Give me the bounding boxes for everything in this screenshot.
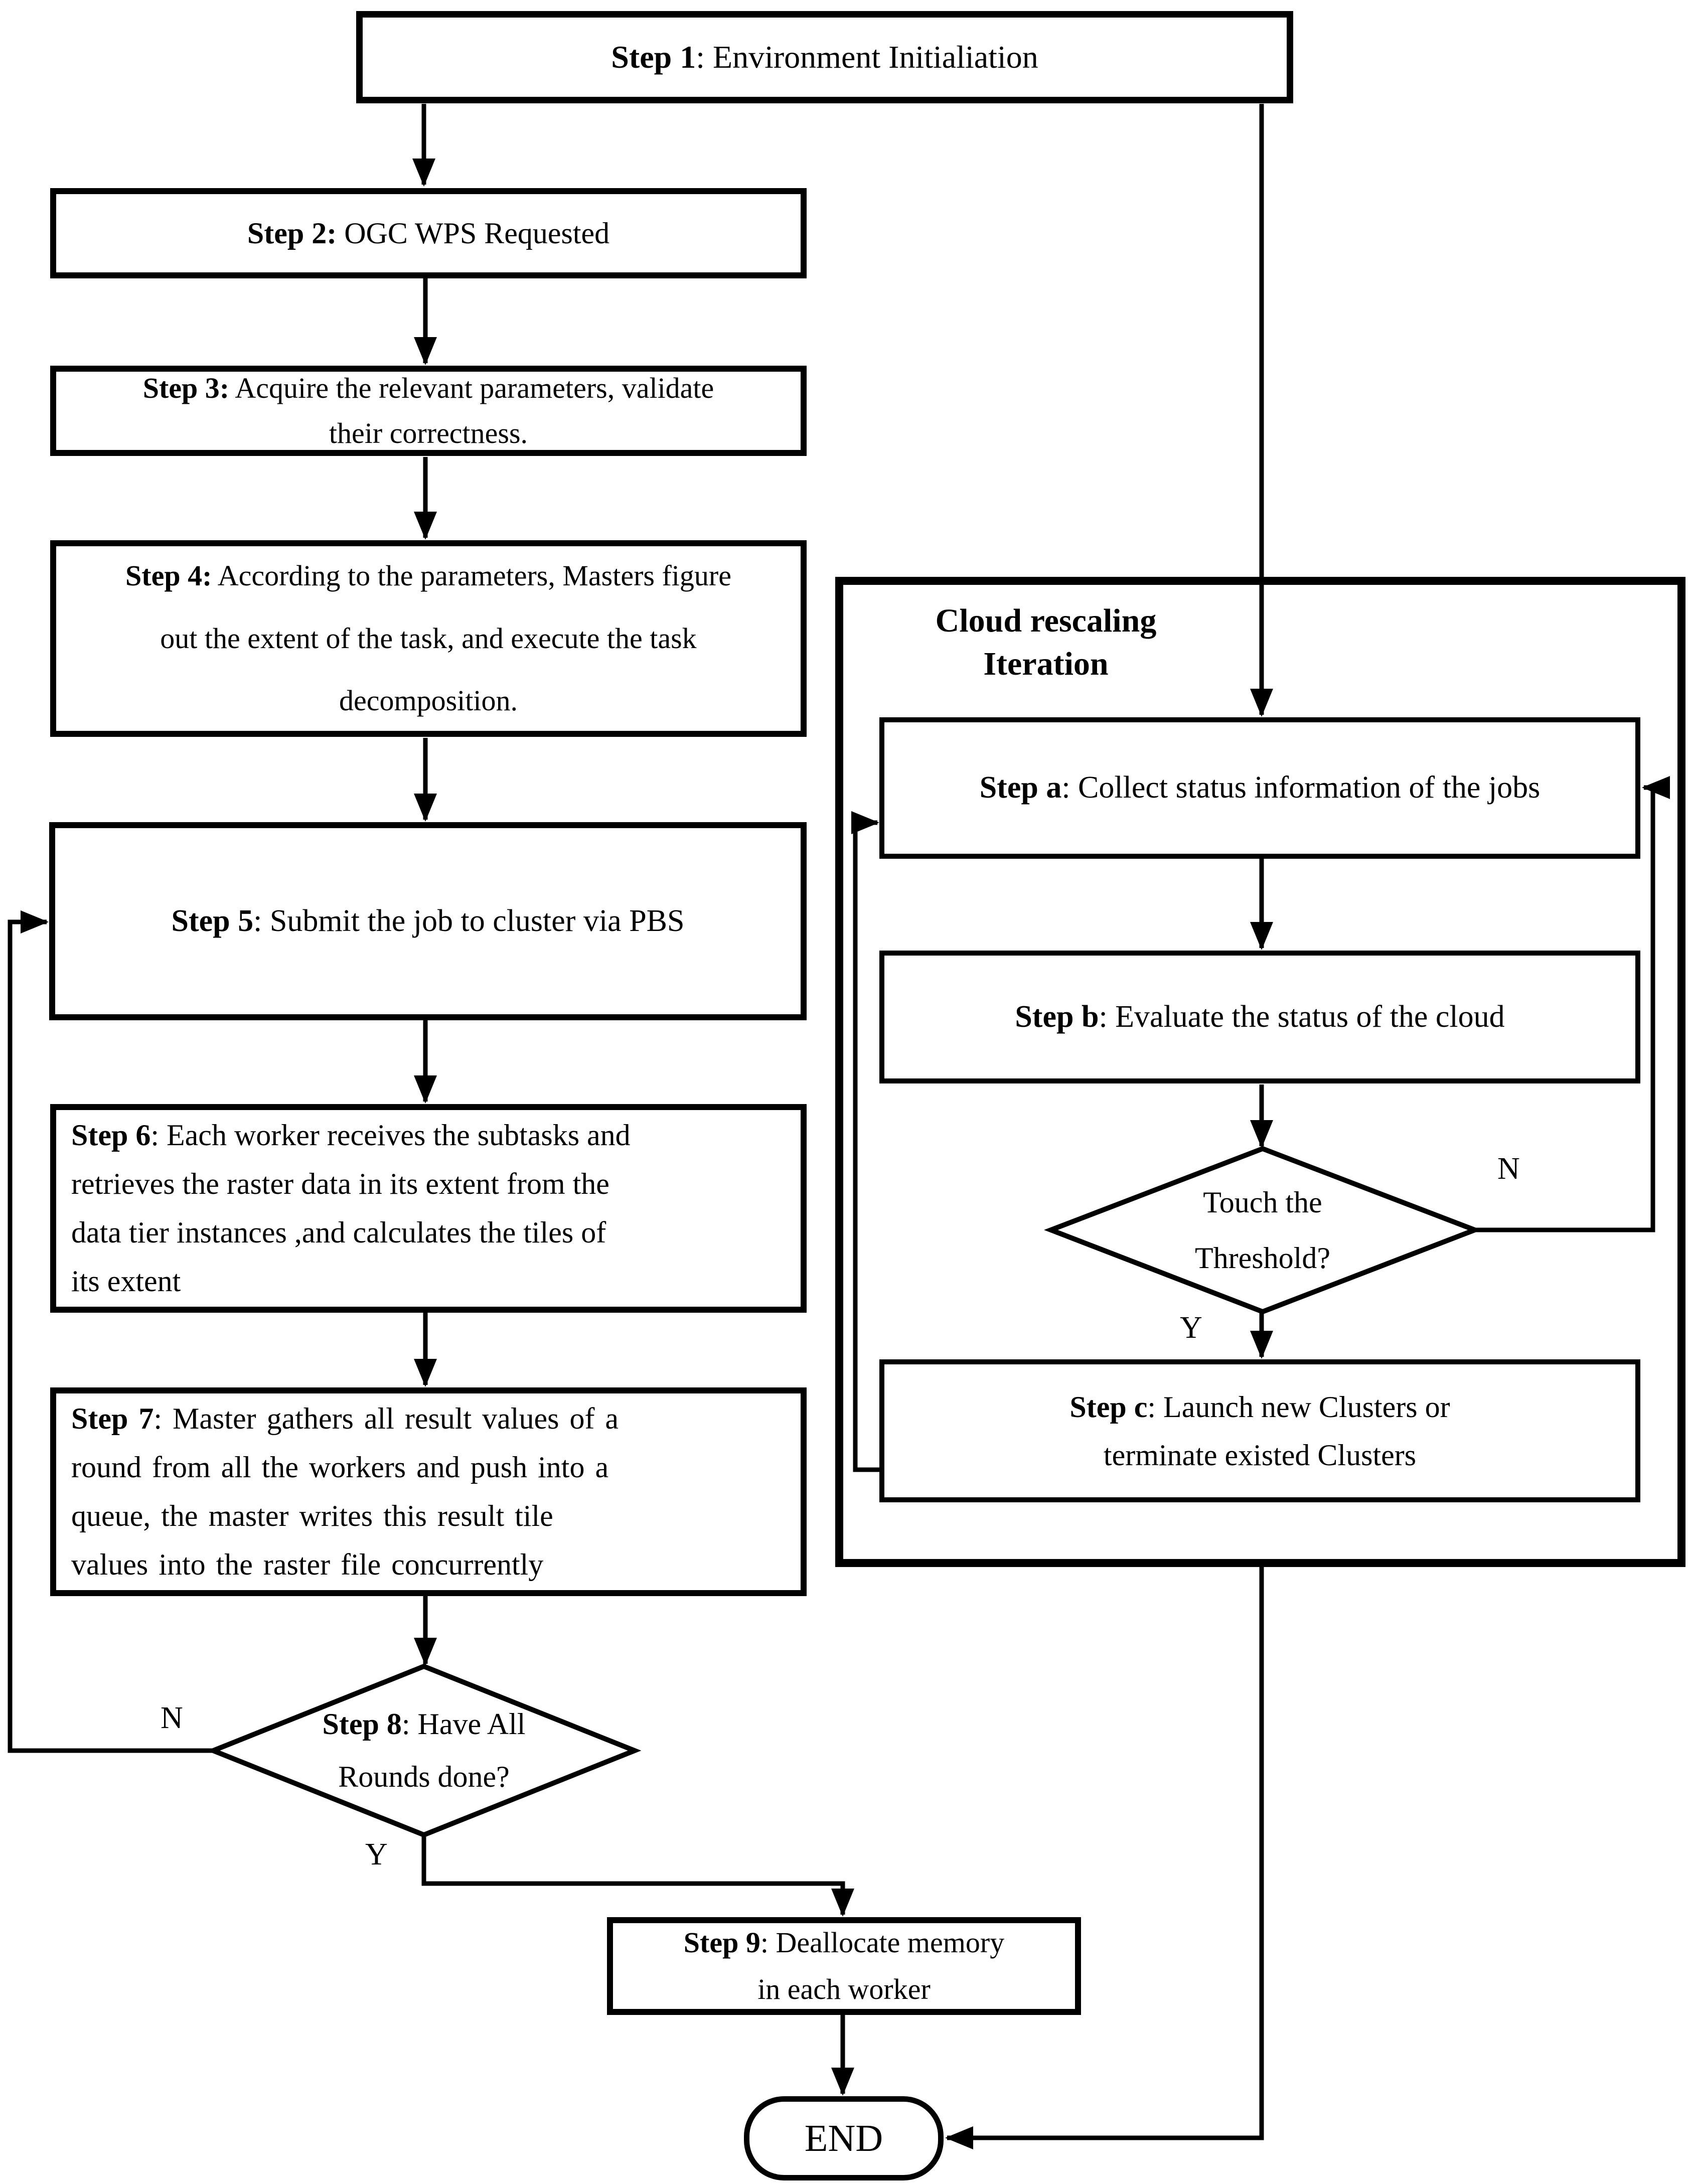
edge-step8-no-loop-to-step5 <box>8 910 213 1753</box>
step3-label: Step 3: Acquire the relevant parameters,… <box>143 366 714 456</box>
step6-label-rest: : Each worker receives the subtasks and … <box>71 1118 631 1298</box>
end-terminator: END <box>744 2096 944 2180</box>
stepa-label-bold: Step a <box>979 770 1062 805</box>
cloud-rescaling-group-label: Cloud rescaling Iteration <box>935 602 1157 682</box>
step1-label: Step 1: Environment Initialiation <box>611 34 1038 81</box>
step3-label-bold: Step 3: <box>142 372 230 405</box>
stepc-label: Step c: Launch new Clusters or terminate… <box>1069 1383 1450 1479</box>
step1-label-rest: : Environment Initialiation <box>696 39 1038 75</box>
step2-label-rest: OGC WPS Requested <box>337 216 610 250</box>
edge-threshold-no-loop-to-stepa <box>1475 776 1670 1232</box>
step6-label-bold: Step 6 <box>71 1118 151 1152</box>
step4-process-box: Step 4: According to the parameters, Mas… <box>50 540 807 737</box>
step7-label-bold: Step 7 <box>71 1401 154 1435</box>
step3-process-box: Step 3: Acquire the relevant parameters,… <box>50 366 807 456</box>
step2-label-bold: Step 2: <box>247 216 337 250</box>
threshold-no-edge-label: N <box>1497 1152 1520 1186</box>
step9-label-bold: Step 9 <box>683 1926 760 1959</box>
stepa-label: Step a: Collect status information of th… <box>980 765 1541 811</box>
stepa-label-rest: : Collect status information of the jobs <box>1061 770 1541 805</box>
threshold-decision-label: Touch the Threshold? <box>1112 1164 1413 1297</box>
step3-label-rest: Acquire the relevant parameters, validat… <box>235 372 714 449</box>
step6-process-box: Step 6: Each worker receives the subtask… <box>50 1104 807 1313</box>
threshold-yes-edge-label: Y <box>1180 1311 1202 1345</box>
end-label: END <box>804 2117 883 2159</box>
step8-decision-diamond <box>206 1663 642 1838</box>
stepb-label-bold: Step b <box>1015 999 1099 1034</box>
step8-yes-edge-label: Y <box>365 1837 388 1871</box>
threshold-label: Touch the Threshold? <box>1195 1185 1330 1275</box>
step9-process-box: Step 9: Deallocate memory in each worker <box>607 1917 1081 2015</box>
edge-cloud-to-end <box>945 1567 1264 2149</box>
threshold-decision-diamond <box>1044 1146 1482 1315</box>
stepc-label-rest: : Launch new Clusters or terminate exist… <box>1103 1390 1450 1472</box>
step5-process-box: Step 5: Submit the job to cluster via PB… <box>49 822 807 1020</box>
stepc-label-bold: Step c <box>1069 1390 1148 1424</box>
stepa-process-box: Step a: Collect status information of th… <box>879 717 1640 859</box>
cloud-rescaling-group-box <box>835 577 1685 1567</box>
step1-label-bold: Step 1 <box>611 39 696 75</box>
step9-label-rest: : Deallocate memory in each worker <box>757 1926 1005 2005</box>
step6-label: Step 6: Each worker receives the subtask… <box>71 1111 631 1306</box>
stepc-process-box: Step c: Launch new Clusters or terminate… <box>879 1359 1640 1502</box>
stepb-label: Step b: Evaluate the status of the cloud <box>1015 995 1504 1040</box>
stepb-process-box: Step b: Evaluate the status of the cloud <box>879 951 1640 1083</box>
step4-label-bold: Step 4: <box>125 559 212 592</box>
step2-label: Step 2: OGC WPS Requested <box>247 212 609 255</box>
stepb-label-rest: : Evaluate the status of the cloud <box>1099 999 1505 1034</box>
step8-label: Step 8: Have All Rounds done? <box>323 1698 526 1803</box>
edge-stepc-loop-to-stepa <box>851 811 879 1472</box>
step4-label-rest: According to the parameters, Masters fig… <box>160 559 731 717</box>
step1-process-box: Step 1: Environment Initialiation <box>356 11 1293 103</box>
step4-label: Step 4: According to the parameters, Mas… <box>125 545 731 732</box>
step5-label-rest: : Submit the job to cluster via PBS <box>253 903 685 938</box>
step7-label: Step 7: Master gathers all result values… <box>71 1394 619 1590</box>
step8-decision-label: Step 8: Have All Rounds done? <box>248 1681 599 1820</box>
step8-label-rest: : Have All Rounds done? <box>338 1707 526 1793</box>
step7-label-rest: : Master gathers all result values of a … <box>71 1401 619 1582</box>
step8-no-edge-label: N <box>161 1701 183 1735</box>
step9-label: Step 9: Deallocate memory in each worker <box>684 1920 1004 2013</box>
step8-label-bold: Step 8 <box>322 1707 402 1741</box>
step2-process-box: Step 2: OGC WPS Requested <box>50 188 807 278</box>
step7-process-box: Step 7: Master gathers all result values… <box>50 1387 807 1596</box>
edge-step8-yes-to-step9 <box>421 1835 854 1917</box>
step5-label: Step 5: Submit the job to cluster via PB… <box>171 899 684 944</box>
step5-label-bold: Step 5 <box>171 903 254 938</box>
